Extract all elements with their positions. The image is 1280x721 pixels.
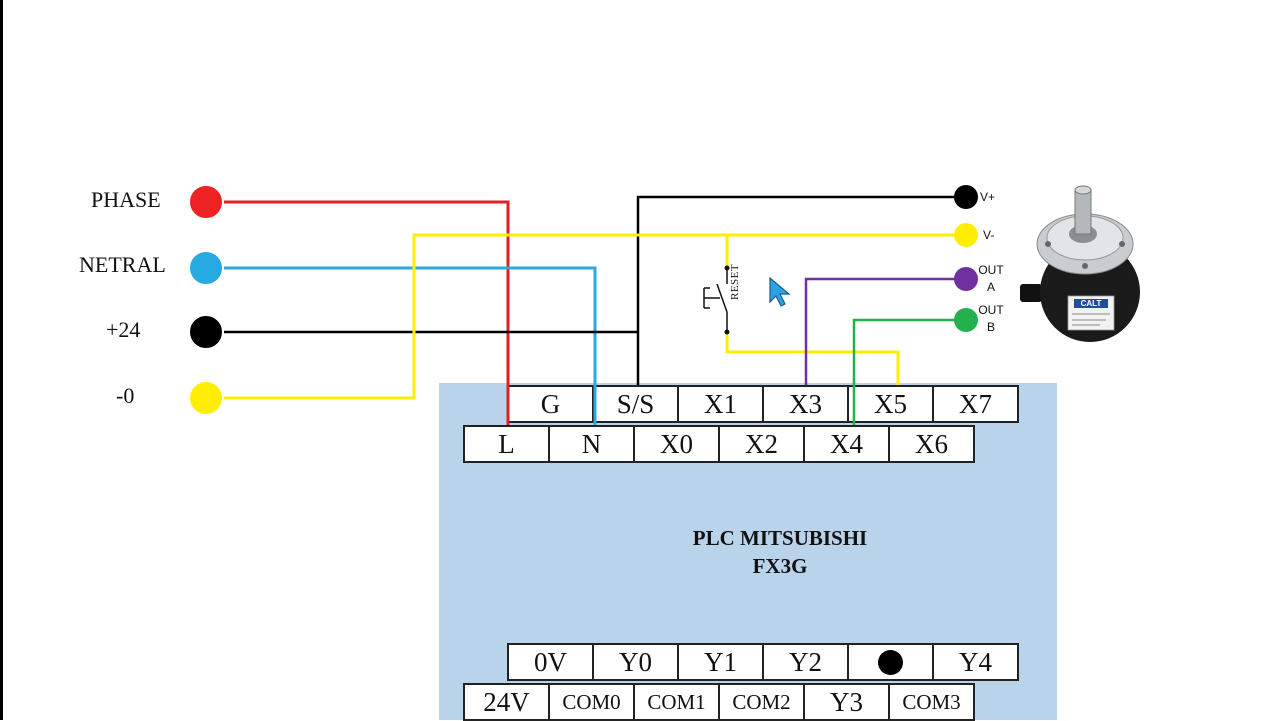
- encoder-dot-vplus: [954, 185, 978, 209]
- terminal-x5: X5: [847, 385, 934, 423]
- terminal-com1: COM1: [633, 683, 720, 721]
- terminal-y1: Y1: [677, 643, 764, 681]
- wire-zero: [206, 233, 966, 400]
- plc-title-line2: FX3G: [752, 554, 808, 578]
- terminal-x6: X6: [888, 425, 975, 463]
- terminal-com3: COM3: [888, 683, 975, 721]
- encoder-dot-out-b: [954, 308, 978, 332]
- source-dot-phase: [188, 184, 224, 220]
- terminal-x1: X1: [677, 385, 764, 423]
- wire-reset-x5: [725, 332, 900, 385]
- window-left-border: [0, 0, 3, 720]
- label-phase: PHASE: [91, 187, 161, 212]
- terminal-0v: 0V: [507, 643, 594, 681]
- terminal-x0: X0: [633, 425, 720, 463]
- terminal-ss: S/S: [592, 385, 679, 423]
- terminal-com2: COM2: [718, 683, 805, 721]
- terminal-y4: Y4: [932, 643, 1019, 681]
- source-dot-netral: [188, 250, 224, 286]
- label-netral: NETRAL: [79, 252, 166, 277]
- input-terminal-row-top: G S/S X1 X3 X5 X7: [507, 385, 1019, 423]
- label-plus24: +24: [106, 317, 141, 342]
- wire-out-a: [804, 277, 966, 385]
- terminal-n: N: [548, 425, 635, 463]
- terminal-blank-dot: [847, 643, 934, 681]
- encoder-dot-vminus: [954, 223, 978, 247]
- label-out-b: OUT B: [978, 303, 1004, 334]
- label-vminus: V-: [983, 228, 995, 242]
- terminal-y3: Y3: [803, 683, 890, 721]
- rotary-encoder-icon: [1020, 185, 1140, 342]
- terminal-x3: X3: [762, 385, 849, 423]
- plc-title: PLC MITSUBISHI FX3G: [439, 524, 1121, 580]
- terminal-g: G: [507, 385, 594, 423]
- mouse-cursor-icon: [769, 276, 791, 307]
- terminal-y2: Y2: [762, 643, 849, 681]
- label-vplus: V+: [980, 190, 996, 204]
- terminal-24v: 24V: [463, 683, 550, 721]
- terminal-y0: Y0: [592, 643, 679, 681]
- plc-title-line1: PLC MITSUBISHI: [692, 526, 868, 550]
- terminal-l: L: [463, 425, 550, 463]
- label-zero: -0: [116, 383, 135, 408]
- blank-terminal-dot-icon: [878, 649, 903, 675]
- terminal-x4: X4: [803, 425, 890, 463]
- label-reset: RESET: [729, 263, 741, 300]
- terminal-x7: X7: [932, 385, 1019, 423]
- output-terminal-row-bottom: 24V COM0 COM1 COM2 Y3 COM3: [463, 683, 975, 721]
- label-out-a: OUT A: [978, 263, 1004, 294]
- reset-switch-icon: [703, 265, 730, 335]
- output-terminal-row-top: 0V Y0 Y1 Y2 Y4: [507, 643, 1019, 681]
- encoder-dot-out-a: [954, 267, 978, 291]
- source-dot-plus24: [188, 314, 224, 350]
- terminal-com0: COM0: [548, 683, 635, 721]
- input-terminal-row-bottom: L N X0 X2 X4 X6: [463, 425, 975, 463]
- terminal-x2: X2: [718, 425, 805, 463]
- source-dot-zero: [188, 380, 224, 416]
- encoder-brand-label: CALT: [1080, 299, 1102, 308]
- wire-vplus: [636, 195, 966, 385]
